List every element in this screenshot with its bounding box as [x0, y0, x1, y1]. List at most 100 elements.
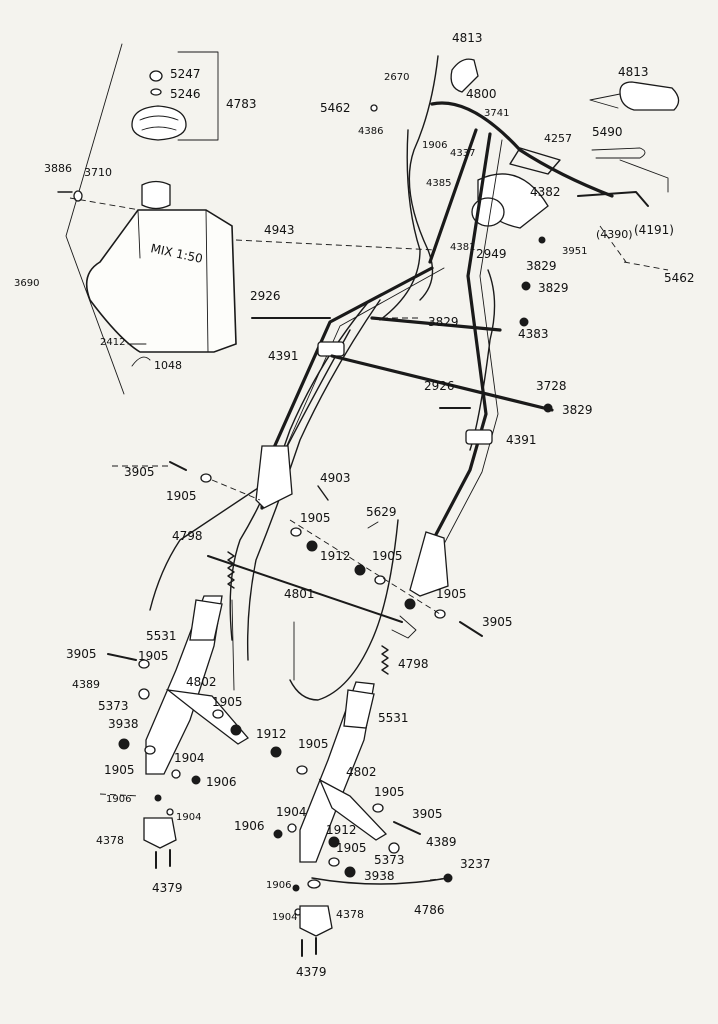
- bracket-4257[interactable]: [509, 147, 561, 175]
- lower-leg-right[interactable]: [270, 681, 453, 957]
- label-1048: 1048: [154, 359, 182, 372]
- label-4257: 4257: [544, 132, 572, 145]
- bolt-3905c[interactable]: [107, 653, 137, 661]
- nut-3829b[interactable]: [519, 317, 529, 327]
- washer-3710[interactable]: [73, 190, 83, 202]
- label-1906d: 1906: [234, 819, 265, 833]
- label-4337: 4337: [450, 148, 475, 159]
- part-5462a[interactable]: [370, 104, 378, 112]
- part-4903[interactable]: [317, 485, 329, 501]
- screws-4379a[interactable]: [155, 849, 171, 869]
- washer-1905i[interactable]: [372, 803, 384, 813]
- handlebar-top[interactable]: [430, 101, 614, 198]
- nut-1912a2[interactable]: [354, 564, 366, 576]
- spring-4798a[interactable]: [227, 551, 235, 589]
- label-2949: 2949: [476, 247, 507, 261]
- cable-loop: [289, 519, 399, 701]
- leader-5462: [623, 261, 669, 271]
- spring-4798b[interactable]: [381, 645, 389, 675]
- label-4813a: 4813: [452, 31, 483, 45]
- part-5629[interactable]: [367, 521, 379, 529]
- part-2412-1048[interactable]: [127, 343, 151, 367]
- nut-1912b[interactable]: [230, 724, 242, 736]
- washer-cable[interactable]: [307, 879, 321, 889]
- part-1904b[interactable]: [166, 808, 174, 816]
- nut-1912a[interactable]: [306, 540, 318, 552]
- handle-bar-left[interactable]: [255, 128, 478, 510]
- label-1906a: 1906: [422, 140, 447, 151]
- washer-1905e[interactable]: [138, 659, 150, 669]
- label-4391b: 4391: [506, 433, 537, 447]
- label-3905c: 3905: [66, 647, 97, 661]
- washer-1905g[interactable]: [144, 745, 156, 755]
- bar-3728[interactable]: [330, 354, 554, 412]
- label-5531b: 5531: [378, 711, 409, 725]
- nut-3938a[interactable]: [118, 738, 130, 750]
- washer-1905d[interactable]: [434, 609, 446, 619]
- part-1906c[interactable]: [154, 794, 162, 802]
- part-1904c[interactable]: [287, 823, 297, 833]
- clamp-4391b[interactable]: [465, 429, 493, 445]
- label-5490: 5490: [592, 125, 623, 139]
- washer-1905f[interactable]: [212, 709, 224, 719]
- nut-3938b[interactable]: [344, 866, 356, 878]
- nut-mid[interactable]: [404, 598, 416, 610]
- part-5247[interactable]: [149, 70, 163, 82]
- cable-4786: [311, 877, 449, 885]
- cable-left: [149, 329, 351, 611]
- cable-4386: [379, 129, 421, 321]
- label-1905d: 1905: [436, 587, 467, 601]
- nut-1906d[interactable]: [273, 829, 283, 839]
- part-5246[interactable]: [150, 88, 162, 96]
- label-2926b: 2926: [424, 379, 455, 393]
- nut-mid-low[interactable]: [270, 746, 282, 758]
- foot-4378a[interactable]: [143, 817, 177, 849]
- label-5373a: 5373: [98, 699, 129, 713]
- nut-3829c[interactable]: [543, 403, 553, 413]
- throttle-lever[interactable]: [577, 191, 649, 207]
- fuel-tank[interactable]: [85, 209, 237, 353]
- washer-1905b[interactable]: [290, 527, 302, 537]
- nut-1906b[interactable]: [191, 775, 201, 785]
- bracket-3690: [65, 43, 125, 395]
- label-3905b: 3905: [482, 615, 513, 629]
- label-4389a: 4389: [72, 678, 100, 691]
- nut-1912c[interactable]: [328, 836, 340, 848]
- spacer-5373a[interactable]: [138, 688, 150, 700]
- screws-4379b[interactable]: [301, 937, 317, 957]
- label-3829b: 3829: [538, 281, 569, 295]
- handle-left-plate: [255, 445, 293, 509]
- label-5246: 5246: [170, 87, 201, 101]
- label-3710: 3710: [84, 166, 112, 179]
- clamp-4391a[interactable]: [317, 341, 345, 357]
- washer-1905c[interactable]: [374, 575, 386, 585]
- fuel-cap[interactable]: [131, 105, 187, 141]
- nut-3829a[interactable]: [521, 281, 531, 291]
- foot-4378b[interactable]: [299, 905, 333, 937]
- bar-upper[interactable]: [370, 316, 502, 332]
- nut-3829-upper[interactable]: [538, 236, 546, 244]
- bar-4801[interactable]: [207, 555, 403, 623]
- bolt-3905b[interactable]: [459, 621, 483, 637]
- label-4389b: 4389: [426, 835, 457, 849]
- part-labels: 4813 2670 4800 4813 5462 3741 4386 5247 …: [14, 31, 695, 979]
- lower-leg-left[interactable]: [107, 595, 249, 869]
- grip-4813-spare[interactable]: [619, 81, 680, 111]
- washer-1905h[interactable]: [296, 765, 308, 775]
- washer-1905j[interactable]: [328, 857, 340, 867]
- handle-bar-right[interactable]: [409, 132, 503, 597]
- label-3741: 3741: [484, 108, 509, 119]
- label-4386: 4386: [358, 126, 383, 137]
- label-4383: 4383: [518, 327, 549, 341]
- washer-1905a[interactable]: [200, 473, 212, 483]
- spacer-5373b[interactable]: [388, 842, 400, 854]
- label-5373b: 5373: [374, 853, 405, 867]
- label-5462b: 5462: [664, 271, 695, 285]
- part-1904a[interactable]: [171, 769, 181, 779]
- part-5490[interactable]: [591, 147, 646, 159]
- bolt-3905a[interactable]: [169, 461, 187, 471]
- part-1906e[interactable]: [292, 884, 300, 892]
- label-1912a: 1912: [320, 549, 351, 563]
- bolt-3905d[interactable]: [393, 821, 421, 835]
- grip-4813[interactable]: [450, 58, 479, 93]
